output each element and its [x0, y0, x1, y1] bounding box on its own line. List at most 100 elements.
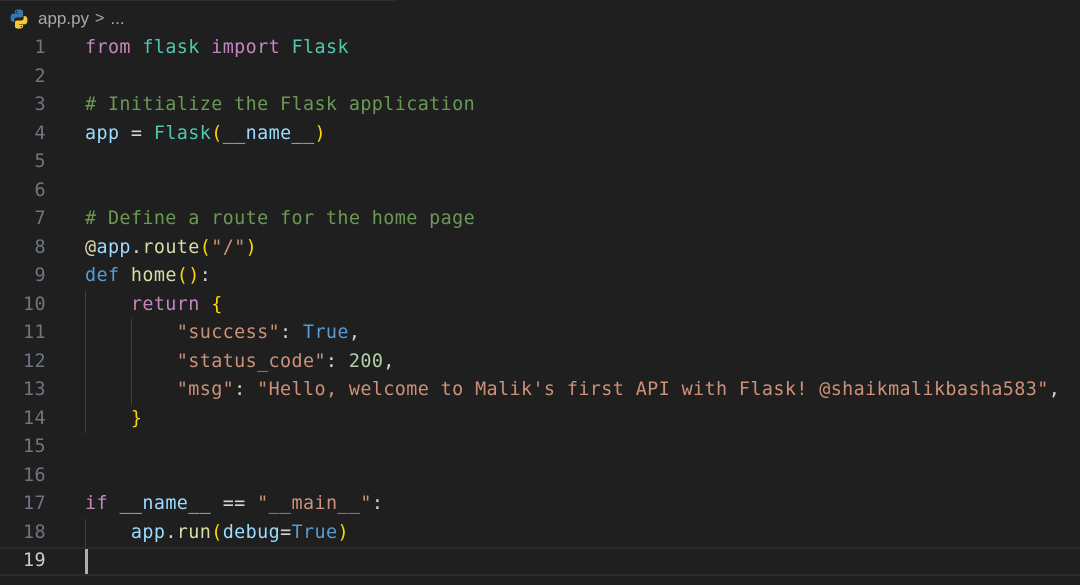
- code-token: True: [291, 521, 338, 543]
- code-line[interactable]: 12 "status_code": 200,: [0, 347, 1080, 377]
- indent-guide: [130, 347, 132, 376]
- code-token: debug: [222, 521, 281, 543]
- code-token: Flask: [291, 37, 349, 58]
- line-number: 1: [34, 37, 46, 58]
- code-token: ): [314, 122, 326, 144]
- code-token: __name__: [119, 493, 212, 514]
- line-number: 11: [23, 322, 46, 343]
- code-token: .: [165, 521, 177, 543]
- text-cursor: [85, 549, 88, 574]
- code-text: def home():: [85, 262, 211, 291]
- code-token: run: [176, 521, 212, 543]
- code-token: {: [211, 293, 223, 315]
- line-number: 12: [23, 350, 46, 372]
- code-token: ): [245, 236, 258, 258]
- code-token: return: [130, 293, 200, 315]
- line-number: 8: [34, 236, 46, 258]
- line-number: 3: [34, 94, 46, 115]
- breadcrumb-filename[interactable]: app.py: [38, 9, 90, 28]
- code-line[interactable]: 5: [0, 148, 1080, 177]
- code-line[interactable]: 19: [0, 547, 1080, 576]
- code-text: app.run(debug=True): [85, 519, 349, 548]
- code-line[interactable]: 7# Define a route for the home page: [0, 205, 1080, 234]
- code-token: [85, 522, 131, 543]
- code-token: "Hello, welcome to Malik's first API wit…: [257, 379, 1049, 400]
- code-token: =: [119, 122, 154, 144]
- indent-guide: [130, 319, 132, 348]
- code-line[interactable]: 15: [0, 433, 1080, 462]
- code-token: :: [280, 322, 303, 343]
- code-token: [108, 493, 119, 514]
- code-token: app: [85, 122, 120, 144]
- code-text: }: [85, 405, 142, 434]
- code-token: [85, 294, 131, 315]
- code-line[interactable]: 4 app = Flask(__name__): [0, 120, 1080, 149]
- code-token: if: [85, 493, 108, 514]
- indent-guide: [130, 376, 132, 405]
- code-token: [85, 408, 131, 429]
- code-token: def: [85, 265, 120, 286]
- code-token: "/": [211, 236, 246, 258]
- code-token: home: [130, 265, 177, 286]
- code-token: "success": [176, 322, 281, 343]
- code-line[interactable]: 8@app.route("/"): [0, 234, 1080, 263]
- line-number: 18: [23, 521, 46, 543]
- code-token: ,: [1048, 379, 1061, 400]
- code-text: "status_code": 200,: [85, 348, 395, 377]
- chevron-right-icon: >: [95, 10, 105, 27]
- code-token: True: [302, 322, 349, 343]
- line-number: 16: [23, 464, 46, 486]
- code-token: :: [234, 379, 258, 400]
- code-token: __name__: [222, 122, 315, 144]
- code-token: ==: [211, 493, 258, 514]
- code-token: [200, 294, 211, 315]
- code-line[interactable]: 6: [0, 177, 1080, 206]
- code-token: route: [142, 236, 200, 258]
- line-number: 14: [23, 407, 46, 429]
- code-token: [119, 265, 130, 286]
- indent-guide: [85, 518, 86, 547]
- code-token: [280, 37, 291, 58]
- code-line[interactable]: 16: [0, 462, 1080, 491]
- code-line[interactable]: 18 app.run(debug=True): [0, 518, 1080, 548]
- code-token: Flask: [153, 122, 212, 144]
- code-token: (: [199, 236, 212, 258]
- code-text: "success": True,: [85, 319, 360, 348]
- code-token: ,: [383, 350, 395, 372]
- line-number: 4: [34, 122, 46, 144]
- line-number: 5: [34, 151, 46, 172]
- code-line[interactable]: 13 "msg": "Hello, welcome to Malik's fir…: [0, 376, 1080, 405]
- code-text: return {: [85, 291, 223, 320]
- line-number: 13: [23, 379, 46, 400]
- code-token: [131, 37, 142, 58]
- code-token: (: [211, 122, 223, 144]
- code-text: if __name__ == "__main__":: [85, 490, 383, 519]
- code-token: [85, 351, 177, 372]
- code-token: "msg": [176, 379, 235, 400]
- code-text: from flask import Flask: [85, 34, 349, 63]
- code-line[interactable]: 1 from flask import Flask: [0, 34, 1080, 63]
- tab-bar-border: [0, 0, 395, 1]
- code-token: :: [325, 350, 349, 372]
- code-token: (): [176, 265, 200, 286]
- code-token: from: [85, 37, 131, 58]
- code-line[interactable]: 3# Initialize the Flask application: [0, 91, 1080, 120]
- line-number: 7: [34, 208, 46, 229]
- line-number: 19: [23, 550, 46, 571]
- code-line[interactable]: 2: [0, 63, 1080, 92]
- code-line[interactable]: 14 }: [0, 404, 1080, 434]
- line-number: 15: [23, 436, 46, 457]
- breadcrumb-more[interactable]: ...: [110, 9, 125, 28]
- indent-guide: [85, 347, 86, 376]
- code-line[interactable]: 11 "success": True,: [0, 319, 1080, 348]
- python-icon: [10, 9, 28, 29]
- code-line[interactable]: 10 return {: [0, 290, 1080, 320]
- code-token: [85, 379, 177, 400]
- code-text: "msg": "Hello, welcome to Malik's first …: [85, 376, 1060, 405]
- code-token: =: [280, 521, 292, 543]
- code-token: "status_code": [176, 350, 326, 372]
